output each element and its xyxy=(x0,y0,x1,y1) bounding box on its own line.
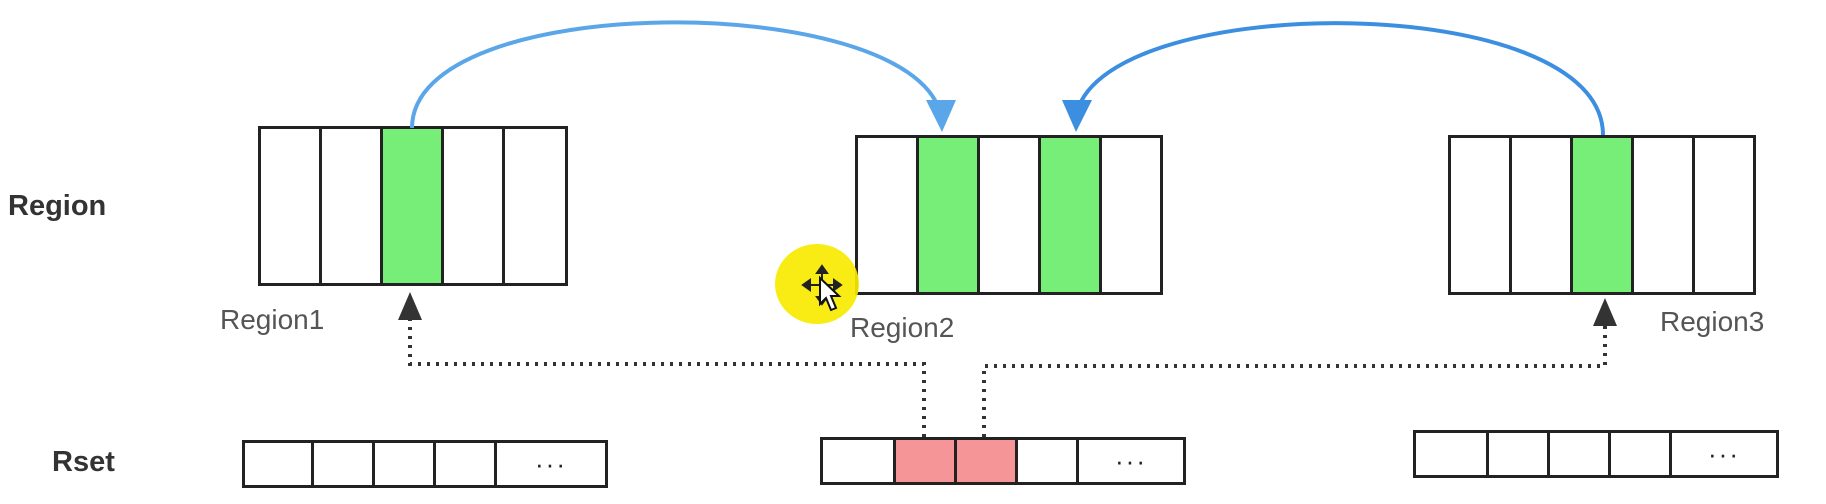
region-cell xyxy=(858,138,919,292)
region-cell xyxy=(505,129,565,283)
region-cell xyxy=(1695,138,1753,292)
rset-cell xyxy=(957,440,1018,482)
rset-cell xyxy=(436,443,497,485)
region-cell xyxy=(1102,138,1160,292)
rset-cell xyxy=(245,443,314,485)
region-cell xyxy=(383,129,444,283)
region1-label: Region1 xyxy=(220,304,325,335)
reference-arrow-region1-to-region2 xyxy=(410,20,942,129)
arrowhead-region2-left xyxy=(926,100,956,132)
rset-cell xyxy=(823,440,896,482)
region3-box xyxy=(1448,135,1756,295)
rset-cell xyxy=(1611,433,1672,475)
region-cell xyxy=(1512,138,1573,292)
rset3-box: ··· xyxy=(1413,430,1779,478)
row-label-rset: Rset xyxy=(52,446,115,478)
rset2-box: ··· xyxy=(820,437,1186,485)
rset-ellipsis: ··· xyxy=(1672,433,1776,475)
rset-cell xyxy=(314,443,375,485)
rset-cell xyxy=(896,440,957,482)
region2-box xyxy=(855,135,1163,295)
rset-cell xyxy=(1489,433,1550,475)
region-cell xyxy=(1041,138,1102,292)
arrowhead-region2-right xyxy=(1062,100,1092,132)
rset-cell xyxy=(1550,433,1611,475)
rset-pointer-to-region1 xyxy=(408,316,926,437)
region-cell xyxy=(980,138,1041,292)
rset-ellipsis: ··· xyxy=(497,443,605,485)
pointer-cursor-icon xyxy=(819,275,842,312)
region-cell xyxy=(1573,138,1634,292)
region2-label: Region2 xyxy=(850,312,955,343)
region-cell xyxy=(444,129,505,283)
region-cell xyxy=(1451,138,1512,292)
region-cell xyxy=(322,129,383,283)
pointer-arrowhead-region3 xyxy=(1593,298,1617,326)
reference-arrow-region3-to-region2 xyxy=(1075,21,1605,136)
region3-label: Region3 xyxy=(1660,306,1765,337)
rset-pointer-to-region3 xyxy=(982,322,1607,437)
rset1-box: ··· xyxy=(242,440,608,488)
rset-cell xyxy=(375,443,436,485)
row-label-region: Region xyxy=(8,190,107,222)
region-cell xyxy=(1634,138,1695,292)
region-cell xyxy=(919,138,980,292)
region1-box xyxy=(258,126,568,286)
region-cell xyxy=(261,129,322,283)
pointer-arrowhead-region1 xyxy=(398,292,422,320)
rset-ellipsis: ··· xyxy=(1079,440,1183,482)
rset-cell xyxy=(1416,433,1489,475)
rset-cell xyxy=(1018,440,1079,482)
